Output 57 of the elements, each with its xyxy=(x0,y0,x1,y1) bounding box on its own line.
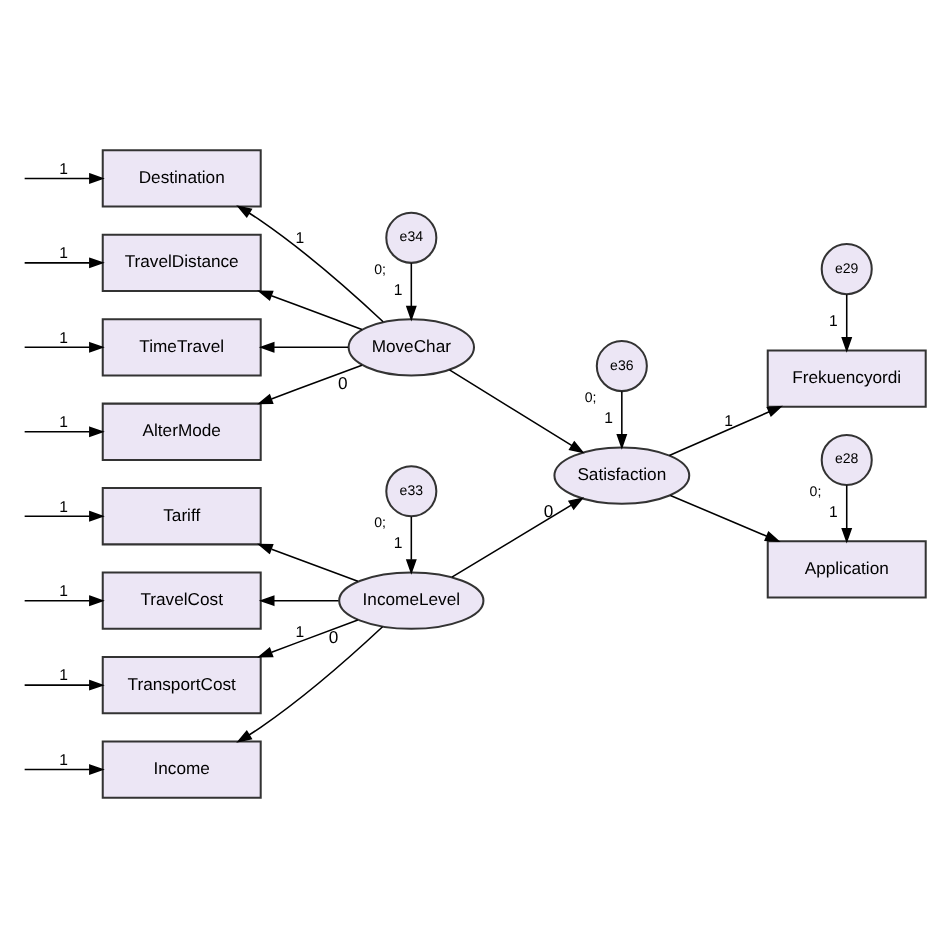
edge-label: 1 xyxy=(59,328,68,347)
node-label: 0 xyxy=(338,373,348,394)
arrow xyxy=(257,364,363,405)
node-box: Income xyxy=(101,740,262,799)
arrow xyxy=(23,510,105,522)
node-label: 0 xyxy=(543,501,554,522)
arrow xyxy=(669,494,781,543)
arrow xyxy=(236,205,384,323)
edge-label: 1 xyxy=(59,666,68,685)
arrow xyxy=(23,172,105,184)
arrow xyxy=(23,257,105,269)
edge-label: 1 xyxy=(59,750,68,769)
arrow xyxy=(668,405,783,457)
arrow xyxy=(257,290,363,331)
node-ellipse: IncomeLevel xyxy=(338,571,485,630)
node-box: TravelCost xyxy=(101,571,262,630)
arrow xyxy=(616,390,628,450)
arrow xyxy=(23,764,105,776)
node-ellipse: Satisfaction xyxy=(553,446,691,505)
arrow xyxy=(451,497,585,578)
edge-label: 1 xyxy=(59,244,68,263)
arrow xyxy=(258,595,340,607)
edge-label: 1 xyxy=(829,503,838,522)
edge-label: 1 xyxy=(604,409,613,428)
node-box: TravelDistance xyxy=(101,233,262,293)
edge-label: 1 xyxy=(393,280,403,299)
arrow xyxy=(405,262,417,322)
arrow xyxy=(841,484,853,544)
edge-label: 1 xyxy=(393,534,403,553)
arrow xyxy=(23,595,105,607)
node-box: AlterMode xyxy=(101,402,262,461)
arrow xyxy=(23,679,105,691)
node-box: Destination xyxy=(101,149,262,208)
arrow xyxy=(405,515,417,575)
edge-label: 1 xyxy=(829,312,838,331)
arrow xyxy=(258,341,349,353)
edge-label: 1 xyxy=(59,497,68,516)
edge-label: 1 xyxy=(724,411,733,430)
edge-label: 1 xyxy=(59,159,68,178)
edge-label: 1 xyxy=(59,581,68,600)
arrow xyxy=(448,369,585,454)
node-label: 0 xyxy=(328,626,339,647)
edge-label: 1 xyxy=(295,622,305,641)
node-box: Tariff xyxy=(101,487,262,546)
arrow xyxy=(23,426,105,438)
node-ellipse: MoveChar xyxy=(347,318,475,377)
node-box: TransportCost xyxy=(101,655,262,715)
edge-label: 1 xyxy=(59,413,68,432)
node-box: Frekuencyordi xyxy=(766,349,927,408)
edge-label: 1 xyxy=(295,228,305,247)
arrow xyxy=(257,543,359,583)
node-box: TimeTravel xyxy=(101,318,262,377)
arrow xyxy=(236,626,384,743)
arrow xyxy=(841,293,853,353)
arrow xyxy=(257,619,359,658)
node-box: Application xyxy=(766,540,927,599)
arrow xyxy=(23,341,105,353)
